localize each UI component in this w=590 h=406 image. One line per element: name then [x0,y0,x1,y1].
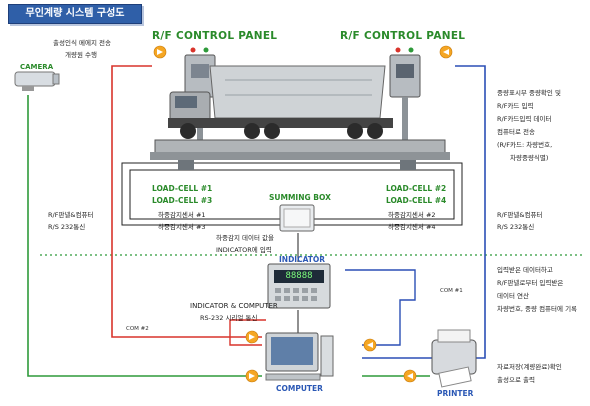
com1-label: COM #1 [440,288,463,294]
printer-note-1: 자료저장(계량완료)확인 [497,363,562,371]
red-link-line-indicator [229,319,266,346]
summing-note-2: INDICATOR에 입력 [216,246,272,254]
indicator-note-1: INDICATOR & COMPUTER [190,302,278,310]
right-note-2: R/F카드 입력 [497,102,534,110]
blue-link-line-indicator [345,269,416,346]
left-link-1: R/F판넬&컴퓨터 [48,211,94,219]
weighbridge-platform [150,139,450,160]
summing-box-icon [279,204,315,232]
loadcell-icon [178,160,194,170]
sensor-1-label: 하중감지센서 #1 [158,211,206,219]
dump-truck-icon [168,65,393,139]
blue-link-line-right [362,65,486,359]
sensor-2-label: 하중감지센서 #2 [388,211,436,219]
loadcell-4-label: LOAD-CELL #4 [386,196,447,205]
red-link-line [111,65,262,338]
right-note-5: (R/F카드: 차량번호, [497,141,553,149]
printer-icon [431,329,477,388]
green-link-line-camera [27,95,262,377]
loadcell-2-label: LOAD-CELL #2 [386,184,447,193]
right-link-1: R/F판넬&컴퓨터 [497,211,543,219]
summing-note-1: 하중감지 데이터 값을 [216,234,274,242]
computer-icon [265,332,334,381]
indicator-label: INDICATOR [279,255,326,264]
indicator-display: 88888 [285,271,313,281]
left-link-2: R/S 232통신 [48,223,86,231]
summing-box-label: SUMMING BOX [269,193,331,202]
camera-note-1: 출성인식 메에지 전송 [53,39,111,47]
left-panel-title: R/F CONTROL PANEL [152,30,278,42]
computer-note-3: 데이터 연산 [497,292,529,300]
right-note-6: 차량중량식별) [510,154,549,162]
loadcell-blocks [178,160,416,170]
com2-label: COM #2 [126,326,149,332]
computer-note-4: 차량번호, 중량 컴퓨터에 기록 [497,305,578,313]
right-note-1: 중량표시부 중량확인 및 [497,89,561,97]
printer-note-2: 출성으로 출력 [497,376,535,384]
computer-note-1: 입력받은 데이터하고 [497,266,553,274]
loadcell-3-label: LOAD-CELL #3 [152,196,213,205]
sensor-3-label: 하중감지센서 #3 [158,223,206,231]
right-link-2: R/S 232통신 [497,223,535,231]
camera-label: CAMERA [20,63,54,71]
right-note-3: R/F카드입력 데이터 [497,115,552,123]
computer-note-2: R/F판넬로부터 입력받은 [497,279,564,287]
loadcell-icon [400,160,416,170]
right-control-panel-icon [389,47,421,147]
indicator-note-2: RS-232 시리얼 통신 [200,314,258,322]
right-note-4: 컴퓨터로 전송 [497,128,535,136]
indicator-device-icon [267,263,331,309]
computer-label: COMPUTER [276,384,323,393]
diagram-title: 무인계량 시스템 구성도 [8,4,142,24]
loadcell-1-label: LOAD-CELL #1 [152,184,213,193]
camera-icon [14,71,60,91]
arrow-heads [157,49,449,379]
sensor-4-label: 하중감지센서 #4 [388,223,436,231]
right-panel-title: R/F CONTROL PANEL [340,30,466,42]
printer-label: PRINTER [437,389,474,398]
camera-note-2: 개량원 수행 [65,51,97,59]
